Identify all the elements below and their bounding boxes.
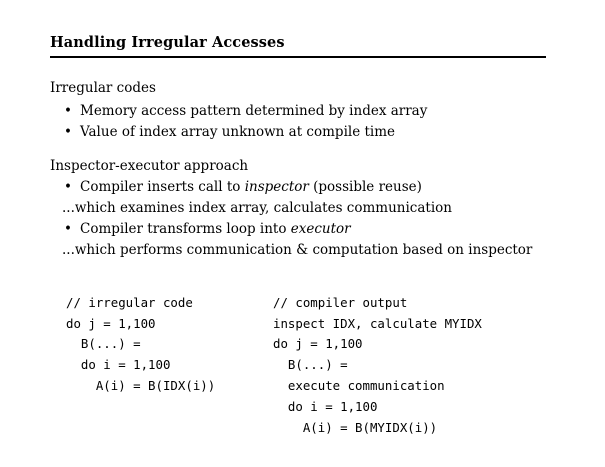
continuation-line: ...which performs communication & comput… [62,242,533,258]
code-line: do i = 1,100 [273,398,378,414]
code-line: execute communication [273,377,445,393]
bullet-text-emphasis: inspector [244,179,309,195]
code-line: do j = 1,100 [273,336,363,352]
bullet-text-post: (possible reuse) [308,179,422,195]
code-line: inspect IDX, calculate MYIDX [273,315,482,331]
bullet-icon: • [64,179,72,195]
bullet-icon: • [64,221,72,237]
code-block-irregular: // irregular code do j = 1,100 B(...) = d… [66,272,215,418]
bullet-text-pre: Compiler transforms loop into [80,221,291,237]
code-block-compiler-output: // compiler output inspect IDX, calculate… [273,272,482,459]
continuation-line: ...which examines index array, calculate… [62,200,452,216]
bullet-item: • Compiler inserts call to inspector (pos… [64,179,422,195]
bullet-text-emphasis: executor [290,221,351,237]
code-line: // irregular code [66,294,193,310]
bullet-icon: • [64,103,72,119]
code-line: A(i) = B(IDX(i)) [66,377,216,393]
code-line: B(...) = [273,357,348,373]
section-heading-irregular-codes: Irregular codes [50,80,156,96]
code-line: B(...) = [66,336,141,352]
section-heading-inspector-executor: Inspector-executor approach [50,158,249,174]
bullet-text: Value of index array unknown at compile … [80,124,396,140]
code-line: // compiler output [273,294,408,310]
bullet-item: • Memory access pattern determined by ind… [64,103,427,119]
slide-title: Handling Irregular Accesses [50,34,285,51]
bullet-text: Memory access pattern determined by inde… [80,103,428,119]
bullet-item: • Value of index array unknown at compile… [64,124,395,140]
bullet-icon: • [64,124,72,140]
bullet-text-pre: Compiler inserts call to [80,179,245,195]
code-line: do i = 1,100 [66,357,171,373]
code-line: do j = 1,100 [66,315,156,331]
title-rule [50,56,546,58]
code-line: A(i) = B(MYIDX(i)) [273,419,438,435]
bullet-item: • Compiler transforms loop into executor [64,221,351,237]
